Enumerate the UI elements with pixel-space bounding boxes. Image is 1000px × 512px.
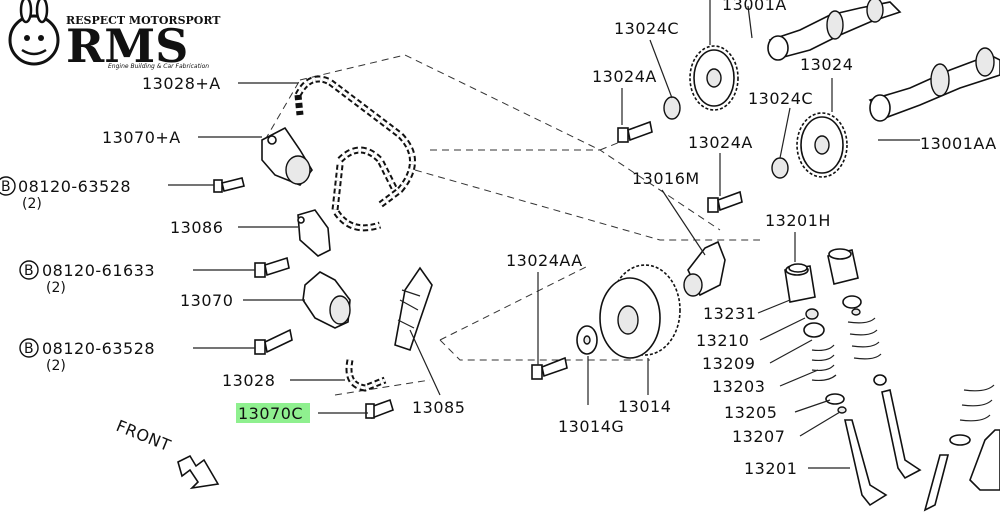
label-13024aa: 13024AA bbox=[506, 251, 583, 270]
camshaft-13001a bbox=[767, 0, 902, 61]
label-13203: 13203 bbox=[712, 377, 765, 396]
chain-tensioner-13070 bbox=[302, 271, 351, 329]
chain-guide-13085 bbox=[394, 266, 433, 352]
label-13070: 13070 bbox=[180, 291, 233, 310]
label-13205: 13205 bbox=[724, 403, 777, 422]
valve-train-left bbox=[784, 263, 888, 507]
valve-train-right bbox=[827, 248, 1000, 512]
label-13028a: 13028+A bbox=[142, 74, 221, 93]
bolt-08120-63528-upper bbox=[213, 177, 245, 193]
svg-text:B: B bbox=[24, 263, 34, 279]
lower-timing-chain bbox=[345, 359, 387, 392]
bolt-13024a-upper bbox=[617, 120, 653, 143]
label-13086: 13086 bbox=[170, 218, 223, 237]
part-highlight bbox=[236, 403, 310, 423]
label-13024c-top: 13024C bbox=[614, 19, 679, 38]
bolt-prefix-circle-2: B bbox=[19, 260, 39, 280]
label-13028: 13028 bbox=[222, 371, 275, 390]
label-bolt-08120-63528-a: 08120-63528 bbox=[18, 177, 131, 196]
bolt-prefix-circle-3: B bbox=[19, 338, 39, 358]
front-label: FRONT bbox=[114, 416, 174, 455]
washer-13024c-upper bbox=[663, 96, 681, 120]
label-bolt-08120-63528-b: 08120-63528 bbox=[42, 339, 155, 358]
rabbit-mascot-icon bbox=[8, 0, 60, 66]
leader-lines bbox=[168, 0, 920, 469]
bolt-08120-63528-lower bbox=[254, 328, 293, 355]
svg-text:B: B bbox=[1, 179, 11, 195]
logo-sub-text: Engine Building & Car Fabrication bbox=[108, 63, 209, 70]
chain-tensioner-13070a bbox=[261, 126, 313, 186]
crank-sprocket-13014 bbox=[599, 264, 681, 359]
label-13209: 13209 bbox=[702, 354, 755, 373]
label-bolt-qty-c: (2) bbox=[46, 358, 66, 374]
label-13001aa: 13001AA bbox=[920, 134, 997, 153]
label-13014: 13014 bbox=[618, 397, 671, 416]
washer-13024c-mid bbox=[771, 157, 789, 179]
svg-text:B: B bbox=[24, 341, 34, 357]
logo-top-text: RESPECT MOTORSPORT bbox=[66, 14, 221, 27]
part-labels: 13028+A 13070+A 08120-63528 (2) 13086 08… bbox=[18, 0, 997, 478]
label-13014g: 13014G bbox=[558, 417, 624, 436]
label-bolt-08120-61633: 08120-61633 bbox=[42, 261, 155, 280]
logo-main-text: RMS bbox=[66, 19, 188, 73]
label-13070c: 13070C bbox=[238, 404, 303, 423]
upper-timing-chain bbox=[294, 75, 416, 232]
bolt-13024a-mid bbox=[707, 190, 743, 213]
chain-guide-13086 bbox=[297, 209, 331, 257]
label-13201: 13201 bbox=[744, 459, 797, 478]
label-13016m: 13016M bbox=[632, 169, 700, 188]
front-arrow-icon bbox=[177, 454, 220, 490]
label-13001a: 13001A bbox=[722, 0, 787, 14]
label-bolt-qty-b: (2) bbox=[46, 280, 66, 296]
crank-bolt-13024aa bbox=[531, 356, 568, 380]
cam-sprocket-upper bbox=[689, 45, 739, 111]
label-13231: 13231 bbox=[703, 304, 756, 323]
bolt-08120-61633 bbox=[254, 256, 290, 278]
label-13210: 13210 bbox=[696, 331, 749, 350]
label-bolt-qty-a: (2) bbox=[22, 196, 42, 212]
rms-logo: RESPECT MOTORSPORT RMS Engine Building &… bbox=[8, 0, 221, 73]
label-13024a-top: 13024A bbox=[592, 67, 657, 86]
plug-13070c bbox=[365, 398, 394, 420]
label-13070a: 13070+A bbox=[102, 128, 181, 147]
label-13024a-mid: 13024A bbox=[688, 133, 753, 152]
camshaft-13001aa bbox=[868, 47, 1000, 122]
label-13085: 13085 bbox=[412, 398, 465, 417]
washer-13014g bbox=[576, 325, 598, 355]
label-13201h: 13201H bbox=[765, 211, 831, 230]
label-13024c-mid: 13024C bbox=[748, 89, 813, 108]
bolt-prefix-circle-1: B bbox=[0, 176, 16, 196]
label-13207: 13207 bbox=[732, 427, 785, 446]
label-13024: 13024 bbox=[800, 55, 853, 74]
idler-13016m bbox=[683, 240, 726, 297]
cam-sprocket-13024 bbox=[796, 112, 848, 178]
